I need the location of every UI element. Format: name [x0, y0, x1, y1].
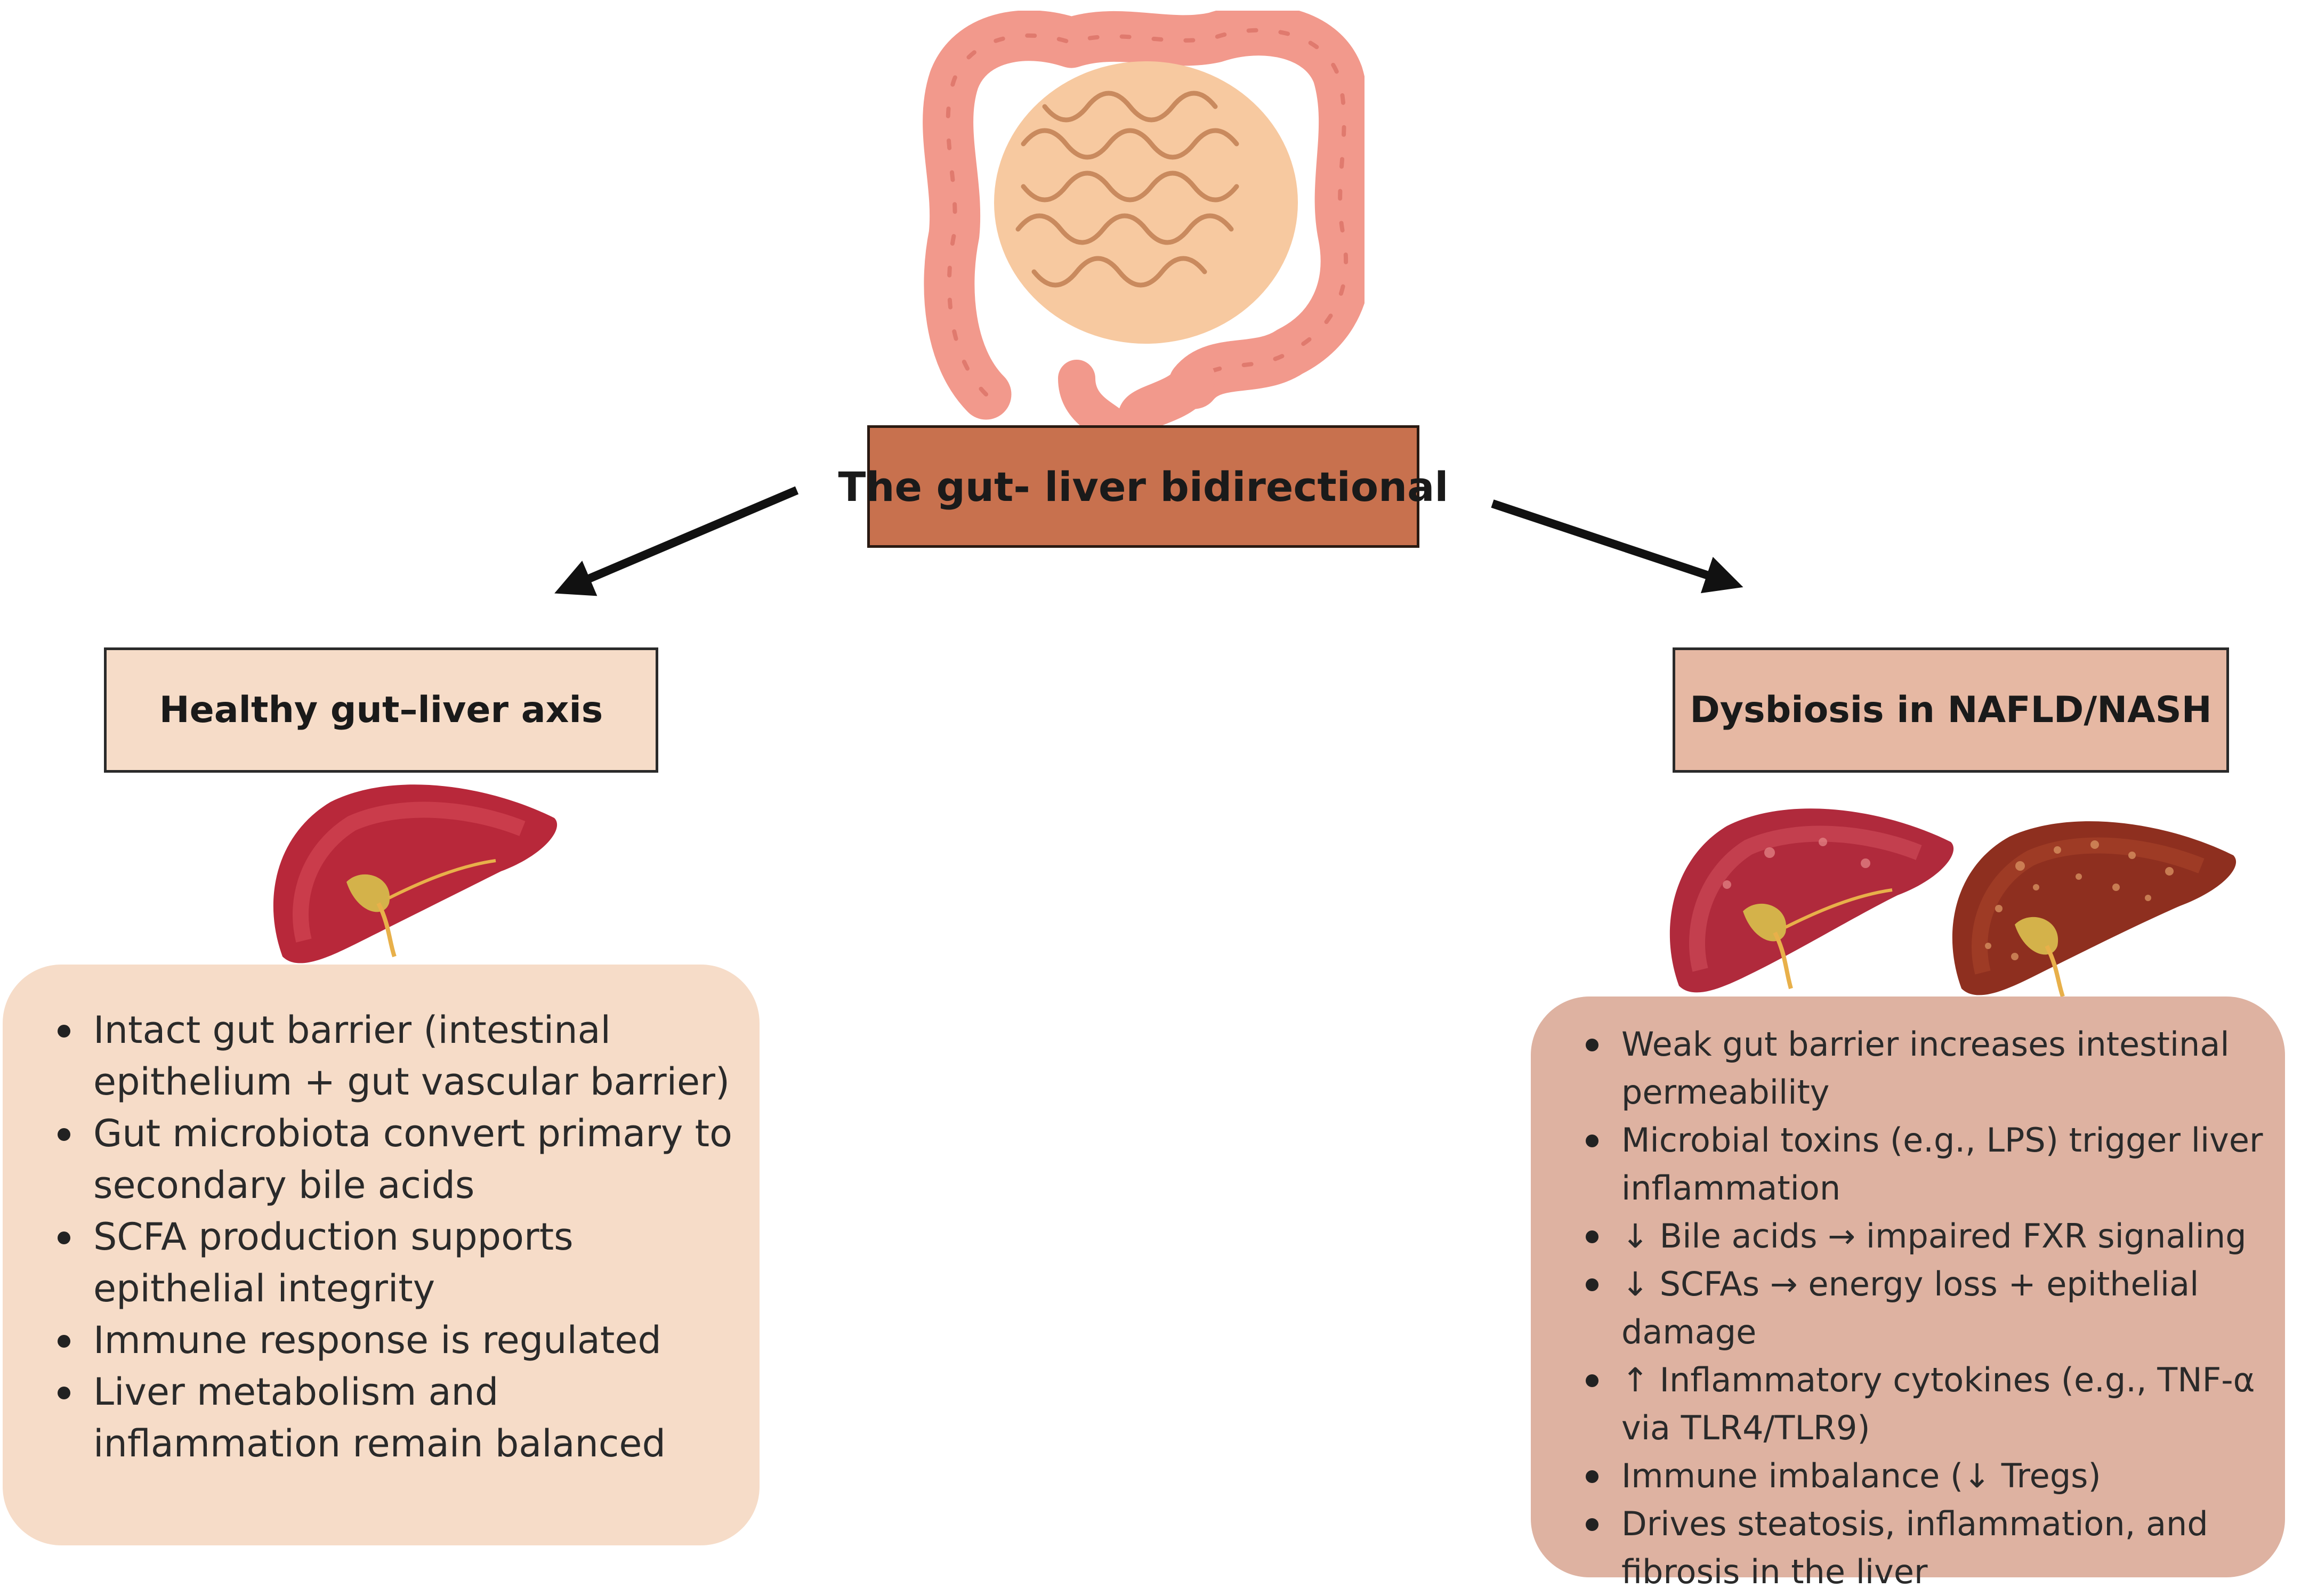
list-item: ↑ Inflammatory cytokines (e.g., TNF-α vi… [1581, 1356, 2285, 1452]
list-item: Intact gut barrier (intestinal epitheliu… [53, 1004, 738, 1108]
list-item: Immune response is regulated [53, 1315, 738, 1366]
intestine-icon [923, 11, 1365, 426]
list-item: Gut microbiota convert primary to second… [53, 1108, 738, 1211]
list-item: Microbial toxins (e.g., LPS) trigger liv… [1581, 1116, 2285, 1212]
arrow-left [554, 486, 799, 596]
dysbiosis-panel: Weak gut barrier increases intestinal pe… [1531, 997, 2285, 1591]
healthy-panel: Intact gut barrier (intestinal epitheliu… [3, 965, 760, 1545]
list-item: ↓ Bile acids → impaired FXR signaling [1581, 1212, 2285, 1260]
healthy-liver-icon [273, 784, 558, 963]
damaged-liver-icon [1952, 821, 2237, 998]
dysbiosis-list: Weak gut barrier increases intestinal pe… [1581, 1020, 2285, 1596]
fatty-liver-icon [1669, 808, 1954, 993]
list-item: ↓ SCFAs → energy loss + epithelial damag… [1581, 1260, 2285, 1356]
title-box: The gut- liver bidirectional [838, 425, 1448, 548]
list-item: Liver metabolism and inflammation remain… [53, 1366, 738, 1470]
healthy-heading: Healthy gut–liver axis [159, 689, 603, 731]
list-item: Weak gut barrier increases intestinal pe… [1581, 1020, 2285, 1116]
healthy-list: Intact gut barrier (intestinal epitheliu… [53, 1004, 738, 1470]
list-item: Immune imbalance (↓ Tregs) [1581, 1452, 2285, 1500]
diagram-title: The gut- liver bidirectional [838, 463, 1449, 511]
list-item: SCFA production supports epithelial inte… [53, 1211, 738, 1315]
healthy-heading-box: Healthy gut–liver axis [104, 647, 658, 773]
dysbiosis-heading: Dysbiosis in NAFLD/NASH [1690, 689, 2212, 731]
dysbiosis-heading-box: Dysbiosis in NAFLD/NASH [1673, 647, 2229, 773]
arrow-right [1491, 499, 1743, 594]
list-item: Drives steatosis, inflammation, and fibr… [1581, 1500, 2285, 1596]
